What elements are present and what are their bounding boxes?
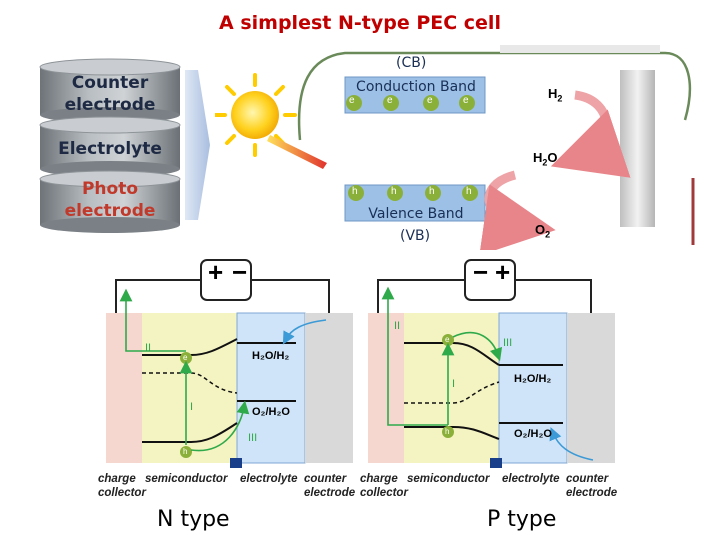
h2-label: H2: [548, 86, 563, 104]
electron-letter-3: e: [427, 95, 433, 106]
electrolyte-disk: [39, 116, 181, 177]
vb-abbr-label: (VB): [400, 228, 431, 244]
valence-band-box: [344, 184, 486, 222]
p-counter-label: counter electrode: [566, 473, 618, 499]
electron-circles: [346, 95, 475, 111]
n-roman-2: II: [145, 342, 152, 354]
n-roman-3: III: [248, 432, 258, 444]
electrolyte-label: Electrolyte: [58, 139, 162, 159]
light-beam: [267, 135, 327, 169]
o2-label: O2: [535, 222, 551, 240]
photo-electrode-label: Photo electrode: [64, 179, 156, 221]
n-vb-line: [142, 422, 238, 443]
p-counter: [567, 313, 615, 463]
hole-letter-4: h: [466, 186, 472, 197]
n-counter: [305, 313, 353, 463]
hole-letter-3: h: [429, 186, 435, 197]
p-roman-2: II: [394, 320, 401, 332]
conduction-band-label: Conduction Band: [356, 79, 476, 95]
p-plus-sign: +: [495, 257, 511, 287]
valence-band-label: Valence Band: [368, 206, 464, 222]
p-battery: [464, 259, 516, 301]
p-electron-letter: e: [445, 335, 450, 344]
p-minus-sign: −: [473, 257, 489, 287]
h2o-label: H2O: [533, 150, 558, 168]
counter-electrode-label: Counter electrode: [64, 73, 156, 115]
counter-electrode-bar: [620, 70, 655, 227]
n-hole: [180, 446, 192, 458]
p-type-diagram: [368, 259, 615, 468]
p-hole: [442, 426, 454, 438]
electron-letter-2: e: [387, 95, 393, 106]
n-charge-collector: [106, 313, 142, 463]
n-electrolyte-label: electrolyte: [240, 473, 298, 485]
n-counter-label: counter electrode: [304, 473, 356, 499]
n-semiconductor-label: semiconductor: [145, 473, 228, 485]
n-roman-1: I: [190, 401, 194, 413]
p-roman-1: I: [452, 378, 456, 390]
hole-circles: [348, 185, 478, 201]
p-vb-line: [404, 426, 500, 440]
p-fermi-line: [404, 381, 500, 404]
p-h2o-h2-label: H₂O/H₂: [514, 373, 552, 385]
cb-abbr-label: (CB): [396, 55, 427, 71]
n-battery: [200, 259, 252, 301]
electron-letter-4: e: [463, 95, 469, 106]
n-type-caption: N type: [157, 507, 230, 532]
band-diagram: [215, 45, 695, 250]
electron-letter-1: e: [349, 95, 355, 106]
page-title: A simplest N-type PEC cell: [219, 12, 501, 34]
p-type-caption: P type: [487, 507, 557, 532]
p-collector-label: charge collector: [360, 473, 408, 499]
p-hole-letter: h: [445, 427, 450, 436]
o2-arrow: [479, 170, 556, 250]
p-electrolyte-label: electrolyte: [502, 473, 560, 485]
n-semiconductor: [142, 313, 237, 463]
n-minus-sign: −: [232, 257, 248, 287]
n-type-diagram: [106, 259, 353, 468]
p-semiconductor-label: semiconductor: [407, 473, 490, 485]
n-plus-sign: +: [208, 257, 224, 287]
p-o2-h2o-label: O₂/H₂O: [514, 428, 552, 440]
p-charge-collector: [368, 313, 404, 463]
pec-stack-figure: [39, 58, 210, 233]
h2-arrow: [550, 90, 631, 178]
hole-letter-1: h: [352, 186, 358, 197]
external-wire: [297, 51, 692, 141]
n-hole-letter: h: [183, 447, 188, 456]
photo-electrode-disk: [39, 170, 181, 233]
hole-letter-2: h: [391, 186, 397, 197]
n-collector-label: charge collector: [98, 473, 146, 499]
n-h2o-h2-label: H₂O/H₂: [252, 350, 290, 362]
n-o2-h2o-label: O₂/H₂O: [252, 406, 290, 418]
n-electron-letter: e: [183, 353, 188, 362]
p-roman-3: III: [503, 337, 513, 349]
stack-arrow: [185, 70, 210, 220]
